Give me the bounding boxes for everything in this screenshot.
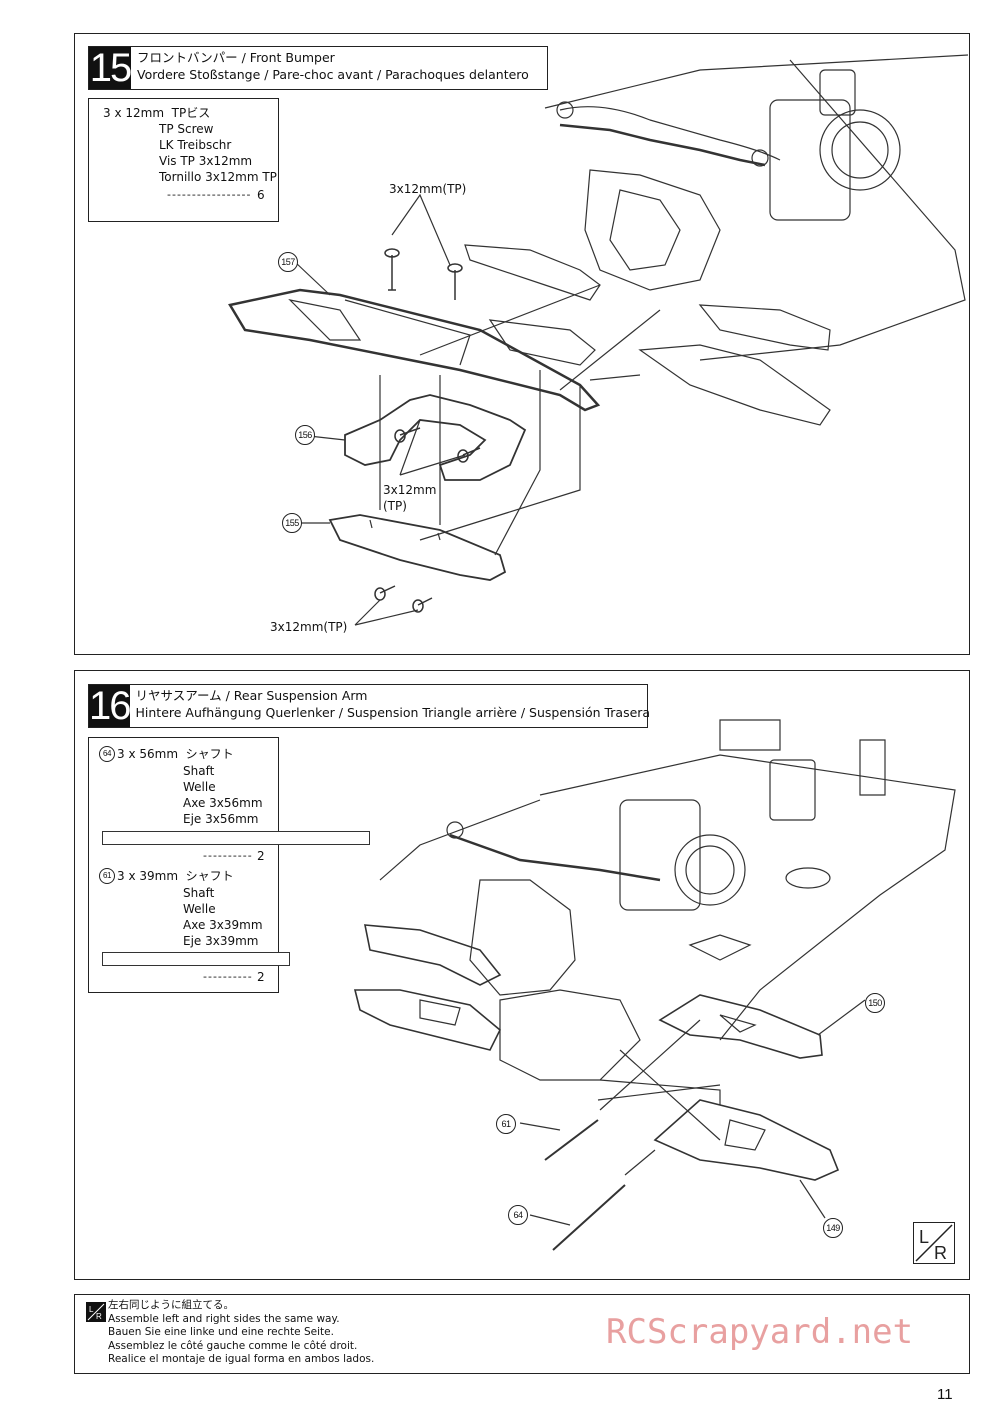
left-right-icon: L R — [86, 1302, 106, 1322]
screw-label-bottom: 3x12mm(TP) — [270, 620, 348, 634]
qty-leader: ---------- — [203, 970, 253, 983]
part-callout-149: 149 — [823, 1218, 843, 1238]
part-callout-157: 157 — [278, 252, 298, 272]
part-name-fr: Axe 3x39mm — [183, 918, 263, 932]
screw-label-mid: 3x12mm — [383, 483, 437, 497]
part-callout-64: 64 — [508, 1205, 528, 1225]
step-title-translations: Vordere Stoßstange / Pare-choc avant / P… — [137, 67, 529, 82]
note-jp: 左右同じように組立てる。 — [108, 1299, 234, 1311]
step-title-primary: リヤサスアーム / Rear Suspension Arm — [135, 688, 368, 703]
part-name-fr: Vis TP 3x12mm — [159, 154, 253, 168]
qty-leader: ---------- — [203, 849, 253, 862]
part-size: 3 x 56mm — [117, 747, 179, 761]
shaft-39-icon — [102, 952, 290, 966]
part-size: 3 x 39mm — [117, 869, 179, 883]
part-name-de: LK Treibschr — [159, 138, 232, 152]
part-name-de: Welle — [183, 902, 216, 916]
qty-leader: ----------------- — [167, 188, 252, 201]
page-number: 11 — [937, 1386, 953, 1403]
part-callout: 61 — [99, 868, 115, 884]
part-name-en: Shaft — [183, 764, 215, 778]
screw-label-mid-tp: (TP) — [383, 499, 407, 513]
part-name-es: Eje 3x39mm — [183, 934, 259, 948]
part-callout-150: 150 — [865, 993, 885, 1013]
shaft-parts-box: 64 3 x 56mm シャフト Shaft Welle Axe 3x56mm … — [88, 737, 370, 993]
assembly-note: 左右同じように組立てる。 Assemble left and right sid… — [108, 1299, 374, 1367]
assembly-note-panel — [74, 1294, 970, 1374]
part-callout: 64 — [99, 746, 115, 762]
part-name-es: Tornillo 3x12mm TP — [159, 170, 277, 184]
part-qty: 2 — [257, 970, 265, 984]
part-name-es: Eje 3x56mm — [183, 812, 259, 826]
svg-text:R: R — [934, 1243, 947, 1263]
part-jp-name: TPビス — [171, 106, 211, 120]
part-name-de: Welle — [183, 780, 216, 794]
left-right-icon: L R — [913, 1222, 955, 1264]
part-jp-name: シャフト — [185, 747, 234, 761]
screw-label-top: 3x12mm(TP) — [389, 182, 467, 196]
part-jp-name: シャフト — [185, 869, 234, 883]
shaft-56-icon — [102, 831, 370, 845]
part-qty: 6 — [257, 188, 265, 202]
note-es: Realice el montaje de igual forma en amb… — [108, 1353, 375, 1365]
part-callout-156: 156 — [295, 425, 315, 445]
svg-text:L: L — [919, 1227, 929, 1247]
step-15-header: 15 フロントバンパー / Front Bumper Vordere Stoßs… — [88, 46, 548, 90]
part-callout-61: 61 — [496, 1114, 516, 1134]
step-16-header: 16 リヤサスアーム / Rear Suspension Arm Hintere… — [88, 684, 651, 728]
note-en: Assemble left and right sides the same w… — [108, 1312, 340, 1325]
part-name-en: TP Screw — [159, 122, 214, 136]
part-name-en: Shaft — [183, 886, 215, 900]
step-number: 15 — [89, 46, 132, 90]
note-de: Bauen Sie eine linke und eine rechte Sei… — [108, 1326, 334, 1338]
step-title-primary: フロントバンパー / Front Bumper — [137, 50, 335, 65]
site-watermark: RCScrapyard.net — [606, 1312, 914, 1352]
screw-parts-box: 3 x 12mm TPビス TP Screw LK Treibschr Vis … — [88, 98, 279, 222]
note-fr: Assemblez le côté gauche comme le côté d… — [108, 1339, 358, 1352]
svg-text:R: R — [96, 1312, 102, 1321]
part-callout-155: 155 — [282, 513, 302, 533]
step-number: 16 — [89, 684, 131, 728]
part-name-fr: Axe 3x56mm — [183, 796, 263, 810]
svg-text:L: L — [89, 1305, 94, 1314]
part-qty: 2 — [257, 849, 265, 863]
part-size: 3 x 12mm — [103, 106, 165, 120]
step-title-translations: Hintere Aufhängung Querlenker / Suspensi… — [135, 705, 651, 720]
